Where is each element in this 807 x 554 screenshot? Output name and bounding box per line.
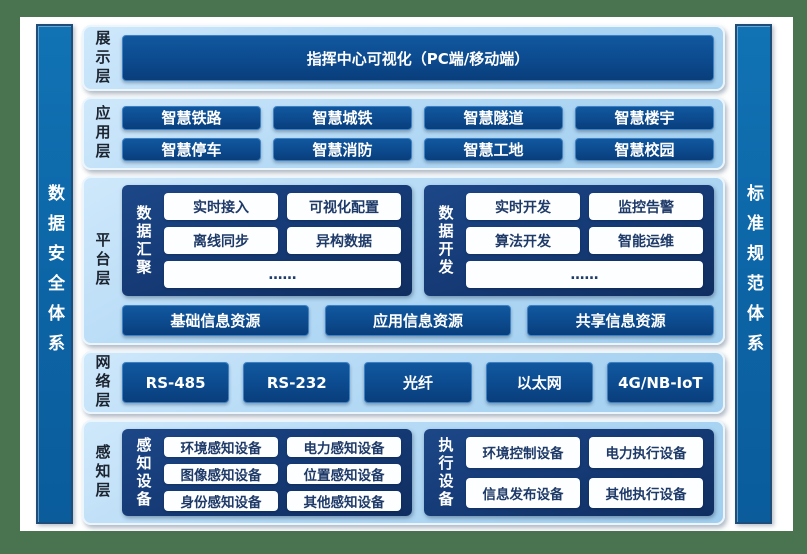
sensing-device-box: 感知设备 环境感知设备 电力感知设备 图像感知设备 位置感知设备 身份感知设备 …	[122, 429, 412, 516]
diagram-background: 数据安全体系 标准规范体系 展示层 指挥中心可视化（PC端/移动端） 应用层 智…	[20, 17, 793, 531]
4g-nbiot-item: 4G/NB-IoT	[606, 362, 714, 403]
data-aggregation-title: 数据汇聚	[134, 204, 153, 277]
application-info-resource: 应用信息资源	[324, 305, 512, 336]
development-more-item: ……	[466, 261, 703, 288]
data-security-bar: 数据安全体系	[36, 24, 73, 524]
data-aggregation-box: 数据汇聚 实时接入 可视化配置 离线同步 异构数据 ……	[122, 185, 412, 296]
algorithm-dev-item: 算法开发	[466, 227, 580, 254]
app-item-tunnel: 智慧隧道	[424, 106, 563, 130]
smart-ops-item: 智能运维	[589, 227, 703, 254]
rs485-item: RS-485	[122, 362, 230, 403]
sensing-device-title: 感知设备	[134, 436, 153, 509]
network-layer-label: 网络层	[93, 354, 112, 411]
data-development-box: 数据开发 实时开发 监控告警 算法开发 智能运维 ……	[424, 185, 714, 296]
aggregation-more-item: ……	[164, 261, 401, 288]
platform-layer-panel: 平台层 数据汇聚 实时接入 可视化配置 离线同步 异构数据	[82, 176, 725, 345]
command-center-box: 指挥中心可视化（PC端/移动端）	[122, 35, 714, 81]
app-item-campus: 智慧校园	[575, 137, 714, 161]
app-item-site: 智慧工地	[424, 137, 563, 161]
identity-sensing-item: 身份感知设备	[164, 491, 278, 511]
power-sensing-item: 电力感知设备	[287, 437, 401, 457]
standards-label: 标准规范体系	[743, 184, 763, 364]
image-sensing-item: 图像感知设备	[164, 464, 278, 484]
platform-layer-label: 平台层	[93, 232, 112, 289]
other-sensing-item: 其他感知设备	[287, 491, 401, 511]
execution-device-box: 执行设备 环境控制设备 电力执行设备 信息发布设备 其他执行设备	[424, 429, 714, 516]
env-sensing-item: 环境感知设备	[164, 437, 278, 457]
resource-row: 基础信息资源 应用信息资源 共享信息资源	[122, 305, 714, 336]
power-exec-item: 电力执行设备	[589, 437, 703, 468]
application-layer-panel: 应用层 智慧铁路 智慧城铁 智慧隧道 智慧楼宇 智慧停车 智慧消防 智慧工地 智…	[82, 97, 725, 170]
app-item-fire: 智慧消防	[273, 137, 412, 161]
shared-info-resource: 共享信息资源	[527, 305, 714, 336]
app-item-railway: 智慧铁路	[122, 106, 261, 130]
basic-info-resource: 基础信息资源	[122, 305, 309, 336]
monitor-alert-item: 监控告警	[589, 193, 703, 220]
rs232-item: RS-232	[243, 362, 351, 403]
heterogeneous-data-item: 异构数据	[287, 227, 401, 254]
info-publish-item: 信息发布设备	[466, 477, 580, 508]
fiber-item: 光纤	[364, 362, 472, 403]
data-development-title: 数据开发	[436, 204, 455, 277]
visual-config-item: 可视化配置	[287, 193, 401, 220]
perception-layer-label: 感知层	[93, 444, 112, 501]
env-control-item: 环境控制设备	[466, 437, 580, 468]
location-sensing-item: 位置感知设备	[287, 464, 401, 484]
offline-sync-item: 离线同步	[164, 227, 278, 254]
other-exec-item: 其他执行设备	[589, 477, 703, 508]
layer-stack: 展示层 指挥中心可视化（PC端/移动端） 应用层 智慧铁路 智慧城铁 智慧隧道 …	[82, 25, 725, 525]
perception-layer-panel: 感知层 感知设备 环境感知设备 电力感知设备 图像感知设备 位置感知设备 身份感…	[82, 420, 725, 525]
realtime-dev-item: 实时开发	[466, 193, 580, 220]
display-layer-panel: 展示层 指挥中心可视化（PC端/移动端）	[82, 25, 725, 91]
application-layer-label: 应用层	[93, 105, 112, 162]
app-item-building: 智慧楼宇	[575, 106, 714, 130]
network-grid: RS-485 RS-232 光纤 以太网 4G/NB-IoT	[122, 360, 714, 405]
execution-device-title: 执行设备	[436, 436, 455, 509]
application-grid: 智慧铁路 智慧城铁 智慧隧道 智慧楼宇 智慧停车 智慧消防 智慧工地 智慧校园	[122, 106, 714, 161]
app-item-metro: 智慧城铁	[273, 106, 412, 130]
data-security-label: 数据安全体系	[44, 184, 64, 364]
standards-bar: 标准规范体系	[735, 24, 772, 524]
realtime-access-item: 实时接入	[164, 193, 278, 220]
network-layer-panel: 网络层 RS-485 RS-232 光纤 以太网 4G/NB-IoT	[82, 351, 725, 414]
display-layer-label: 展示层	[93, 29, 112, 87]
ethernet-item: 以太网	[485, 362, 593, 403]
app-item-parking: 智慧停车	[122, 137, 261, 161]
